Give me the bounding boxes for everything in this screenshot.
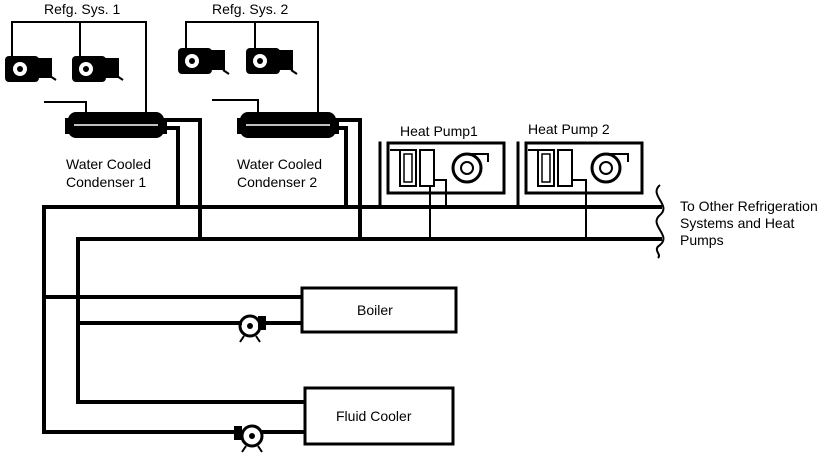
- fluid-cooler: Fluid Cooler: [303, 386, 455, 446]
- boiler: Boiler: [300, 286, 458, 334]
- to-other-label-line1: To Other Refrigeration: [680, 198, 818, 214]
- condenser-1-label-line1: Water Cooled: [66, 156, 151, 172]
- condenser-2-label-line1: Water Cooled: [237, 156, 322, 172]
- fan-icon: [451, 152, 489, 184]
- refg-sys-2-label: Refg. Sys. 2: [212, 1, 288, 17]
- fan-icon: [590, 152, 629, 184]
- main-loop-pipes: [42, 205, 662, 434]
- condenser-2-label-line2: Condenser 2: [237, 174, 317, 190]
- water-cooled-condenser-1: Water Cooled Condenser 1: [65, 112, 202, 241]
- compressor-icon: [5, 56, 57, 82]
- to-other-systems-note: To Other Refrigeration Systems and Heat …: [680, 198, 818, 248]
- boiler-label: Boiler: [357, 302, 393, 318]
- heat-pump-1-label: Heat Pump1: [400, 123, 478, 139]
- refg-sys-1-label: Refg. Sys. 1: [44, 1, 120, 17]
- pipe-break-icon: [655, 184, 665, 259]
- pump-icon: [234, 424, 264, 453]
- compressor-icon: [246, 48, 298, 75]
- heat-pump-2: Heat Pump 2: [516, 121, 644, 239]
- refg-sys-1: Refg. Sys. 1: [5, 1, 147, 112]
- compressor-icon: [72, 56, 124, 82]
- condenser-1-label-line2: Condenser 1: [66, 174, 146, 190]
- water-cooled-condenser-2: Water Cooled Condenser 2: [237, 112, 362, 241]
- compressor-icon: [178, 48, 230, 75]
- heat-pump-1: Heat Pump1: [378, 123, 506, 239]
- heat-pump-2-label: Heat Pump 2: [528, 121, 610, 137]
- to-other-label-line2: Systems and Heat: [680, 215, 794, 231]
- refg-sys-2: Refg. Sys. 2: [178, 1, 319, 112]
- fluid-cooler-label: Fluid Cooler: [336, 408, 412, 424]
- pump-icon: [238, 314, 266, 343]
- to-other-label-line3: Pumps: [680, 232, 724, 248]
